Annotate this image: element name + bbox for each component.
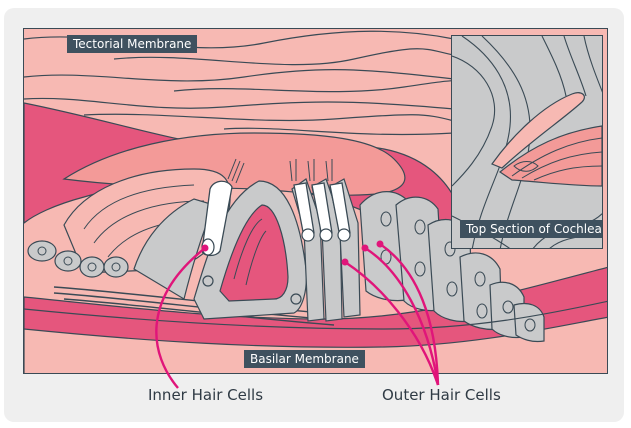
basilar-membrane-label: Basilar Membrane	[244, 350, 365, 368]
outer-hair-nuclei	[302, 229, 350, 241]
cochlea-cross-section: Tectorial Membrane Basilar Membrane	[23, 28, 608, 374]
outer-hair-cells-label: Outer Hair Cells	[382, 386, 501, 404]
cochlea-top-section-illustration	[452, 36, 603, 249]
inner-hair-cells-label: Inner Hair Cells	[148, 386, 263, 404]
cochlea-inset: Top Section of Cochlea	[451, 35, 603, 249]
inset-label: Top Section of Cochlea	[460, 220, 603, 238]
tectorial-membrane-label: Tectorial Membrane	[67, 35, 197, 53]
